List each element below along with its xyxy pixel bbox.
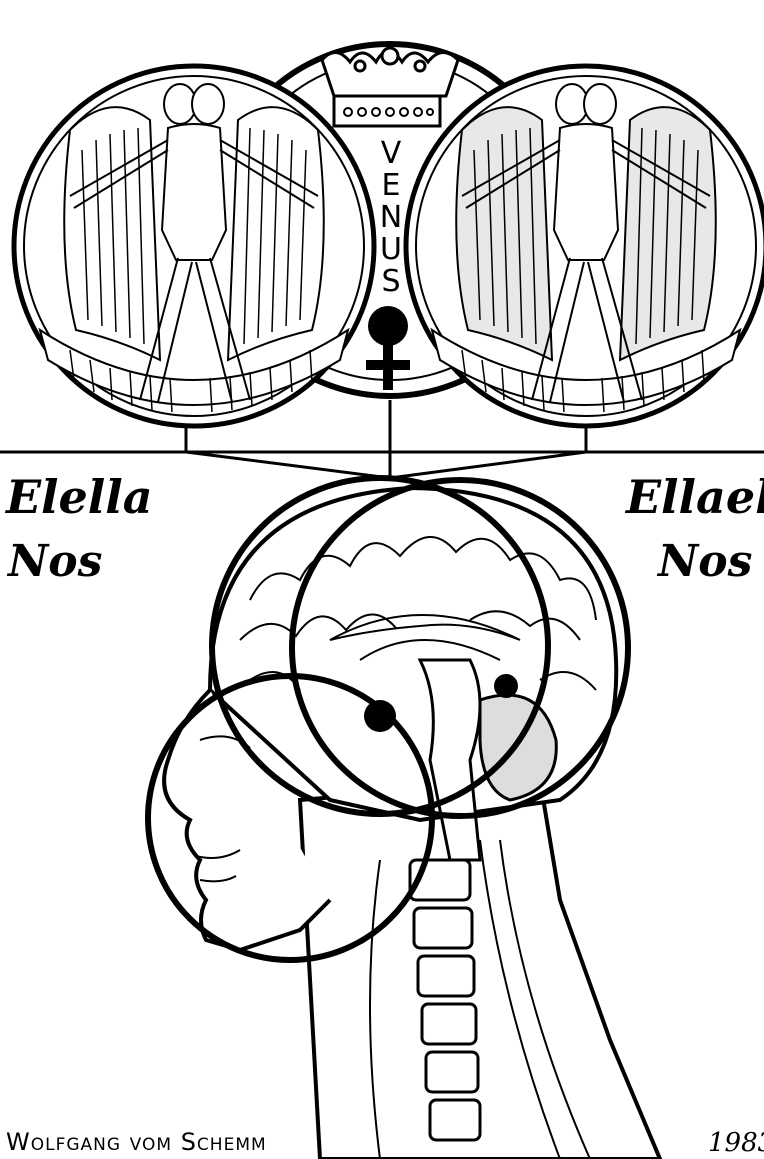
artwork-year: 1983 <box>708 1128 764 1158</box>
head-brain-cross-section-icon <box>164 488 660 1159</box>
right-name-label: Ellael <box>626 474 764 520</box>
right-sub-label: Nos <box>658 540 752 584</box>
venus-letter: U <box>376 234 406 266</box>
venus-letter: S <box>376 266 406 298</box>
left-sub-label: Nos <box>8 540 102 584</box>
venus-letter: E <box>376 170 406 202</box>
crown-icon <box>322 48 458 126</box>
venus-letter: N <box>376 202 406 234</box>
artist-signature: Wolfgang vom Schemm <box>6 1128 267 1156</box>
left-name-label: Elella <box>6 474 153 520</box>
venus-letter: V <box>376 138 406 170</box>
